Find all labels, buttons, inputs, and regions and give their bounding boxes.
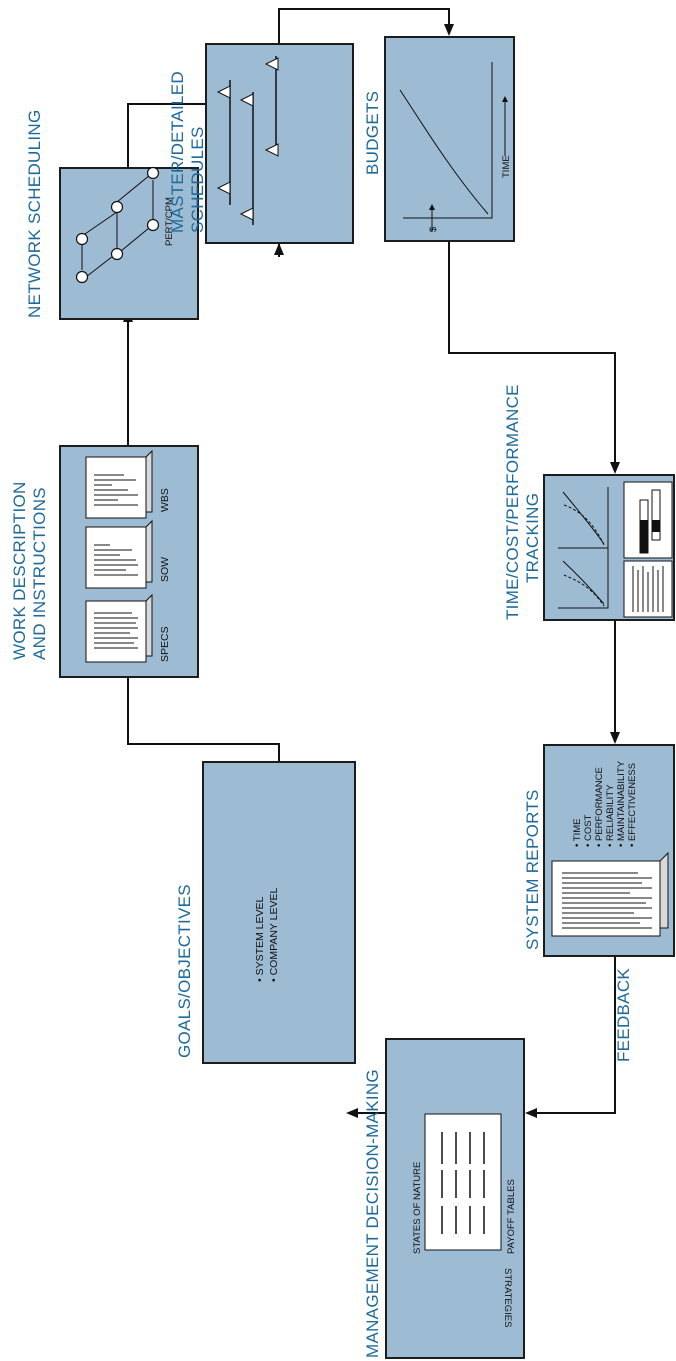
- tracking-stage: TIME/COST/PERFORMANCE TRACKING: [503, 384, 675, 621]
- tracking-title-line2: TRACKING: [523, 493, 542, 583]
- tracking-bar-table-icon: [623, 481, 673, 618]
- report-item-maintainability: • MAINTAINABILITY: [616, 760, 627, 847]
- report-item-reliability: • RELIABILITY: [605, 784, 616, 847]
- wbs-document-icon: [85, 449, 153, 519]
- schedules-title-line2: SCHEDULES: [188, 126, 207, 233]
- strategies-label: STRATEGIES: [502, 1268, 513, 1327]
- gantt-bars-icon: [216, 56, 279, 225]
- report-item-effectiveness: • EFFECTIVENESS: [627, 763, 638, 847]
- payoff-table-icon: [424, 1113, 502, 1251]
- wbs-label: WBS: [159, 488, 171, 512]
- schedules-title-line1: MASTER/DETAILED: [168, 71, 187, 233]
- decision-title: MANAGEMENT DECISION-MAKING: [363, 1069, 382, 1358]
- network-scheduling-stage: NETWORK SCHEDULING PERT/CPM: [25, 110, 199, 320]
- arrow-goals-to-work: [127, 676, 280, 762]
- report-item-performance: • PERFORMANCE: [594, 767, 605, 847]
- schedules-stage: MASTER/DETAILED SCHEDULES: [168, 43, 354, 244]
- pert-network-graph: [75, 166, 160, 284]
- report-document-icon: [551, 851, 669, 937]
- flow-arrows: [123, 8, 620, 1118]
- goals-objectives-stage: GOALS/OBJECTIVES • SYSTEM LEVEL • COMPAN…: [175, 761, 356, 1064]
- work-description-stage: WORK DESCRIPTION AND INSTRUCTIONS SPECS: [10, 445, 199, 678]
- goals-item-company-level: • COMPANY LEVEL: [268, 888, 280, 982]
- budgets-money-label: $: [428, 226, 439, 232]
- goals-box: [202, 761, 356, 1064]
- budgets-title: BUDGETS: [363, 91, 382, 175]
- network-title: NETWORK SCHEDULING: [25, 110, 44, 318]
- arrow-budgets-to-tracking: [448, 240, 616, 465]
- budgets-box: [384, 36, 515, 242]
- work-title-line1: WORK DESCRIPTION: [10, 481, 29, 660]
- budget-curve-chart-icon: [399, 62, 508, 232]
- report-item-time: • TIME: [572, 819, 583, 848]
- states-of-nature-label: STATES OF NATURE: [412, 1162, 423, 1254]
- sow-label: SOW: [159, 557, 171, 582]
- pert-cpm-label: PERT/CPM: [164, 197, 175, 246]
- arrow-schedules-to-budgets: [278, 8, 450, 43]
- tracking-title-line1: TIME/COST/PERFORMANCE: [503, 384, 522, 620]
- decision-making-stage: MANAGEMENT DECISION-MAKING STATES OF NAT…: [363, 1038, 525, 1359]
- budgets-stage: BUDGETS TIME $: [363, 36, 515, 242]
- arrow-reports-to-decision: [535, 955, 616, 1114]
- budgets-time-label: TIME: [501, 155, 512, 178]
- reports-title: SYSTEM REPORTS: [523, 789, 542, 950]
- feedback-label: FEEDBACK: [614, 968, 633, 1062]
- specs-document-icon: [85, 593, 153, 663]
- schedules-box: [205, 43, 354, 244]
- sow-document-icon: [85, 519, 153, 589]
- specs-label: SPECS: [159, 626, 171, 662]
- payoff-tables-label: PAYOFF TABLES: [506, 1179, 517, 1254]
- system-reports-stage: SYSTEM REPORTS • TIME • COST • PERFORMAN…: [523, 744, 675, 957]
- report-item-cost: • COST: [583, 814, 594, 847]
- tracking-curve-charts-icon: [558, 487, 609, 609]
- work-title-line2: AND INSTRUCTIONS: [30, 487, 49, 660]
- goals-title: GOALS/OBJECTIVES: [175, 884, 194, 1058]
- goals-item-system-level: • SYSTEM LEVEL: [254, 896, 266, 982]
